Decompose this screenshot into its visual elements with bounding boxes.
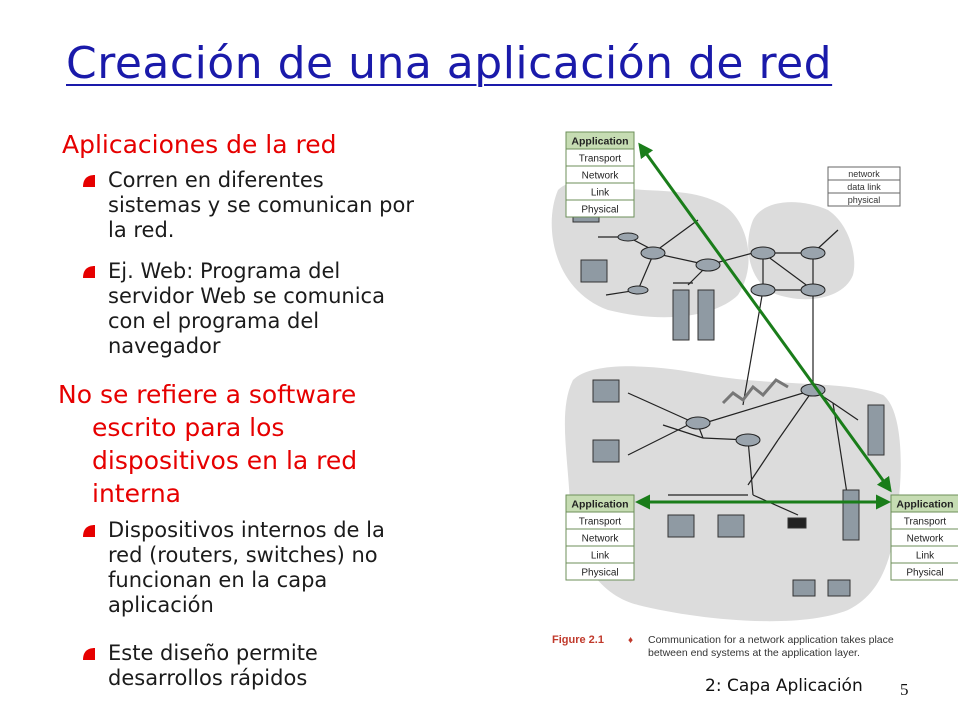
laptop-icon [827, 579, 851, 597]
router-icon [685, 416, 711, 430]
bullet-line: Dispositivos internos de la [108, 518, 385, 542]
stack-layer-label: Transport [904, 517, 947, 528]
bullet-line: sistemas y se comunican por [108, 193, 414, 217]
bullet-line: desarrollos rápidos [108, 666, 308, 690]
protocol-stacks: ApplicationTransportNetworkLinkPhysicalA… [565, 131, 958, 581]
stack-layer-label: Application [571, 136, 628, 148]
stack-layer-physical: physical [848, 195, 881, 205]
server-icon [867, 404, 885, 456]
caption-label: Figure 2.1 [552, 634, 604, 646]
bullet-line: con el programa del [108, 309, 320, 333]
router-icon [695, 258, 721, 272]
bullet-line: Corren en diferentes [108, 168, 324, 192]
router-icon [640, 246, 666, 260]
network-diagram: network data link physical ApplicationTr… [551, 131, 958, 659]
stack-layer-label: Transport [579, 154, 622, 165]
bullet-marker-icon [82, 174, 96, 188]
bullet-line: navegador [108, 334, 221, 358]
bullet-line: funcionan en la capa [108, 568, 328, 592]
stack-layer-network: network [848, 169, 880, 179]
stack-layer-box [890, 562, 958, 581]
desktop-icon [592, 379, 620, 403]
section-heading-not-core: No se refiere a software escrito para lo… [58, 378, 357, 510]
router-icon [750, 283, 776, 297]
figure-caption: Figure 2.1 ♦ Communication for a network… [552, 634, 894, 659]
router-icon [627, 285, 649, 295]
laptop-icon [792, 579, 816, 597]
slide-title: Creación de una aplicación de red [66, 38, 833, 89]
bullet-web-example: Ej. Web: Programa del servidor Web se co… [83, 259, 385, 359]
section-line: interna [92, 479, 181, 508]
stack-layer-label: Transport [579, 517, 622, 528]
bullet-marker-icon [82, 524, 96, 538]
stack-layer-label: Physical [581, 568, 618, 579]
stack-layer-box [565, 562, 635, 581]
server-icon [672, 289, 690, 341]
stack-layer-label: Application [571, 499, 628, 511]
section-line: escrito para los [92, 413, 285, 442]
stack-layer-label: Network [582, 534, 620, 545]
stack-layer-label: Link [591, 551, 610, 562]
desktop-icon [592, 439, 620, 463]
page-number: 5 [900, 680, 909, 699]
desktop-icon [717, 514, 745, 538]
stack-layer-label: Network [582, 171, 620, 182]
bullet-run-on-systems: Corren en diferentes sistemas y se comun… [83, 168, 414, 243]
router-icon [735, 433, 761, 447]
bullet-line: servidor Web se comunica [108, 284, 385, 308]
bullet-line: Ej. Web: Programa del [108, 259, 341, 283]
stack-layer-label: Application [896, 499, 953, 511]
footer-chapter: 2: Capa Aplicación [705, 676, 863, 696]
stack-layer-label: Network [907, 534, 945, 545]
stack-layer-label: Link [916, 551, 935, 562]
desktop-icon [580, 259, 608, 283]
router-icon [617, 232, 639, 242]
router-icon [750, 246, 776, 260]
wireless-router-icon [787, 517, 807, 529]
bullet-line: red (routers, switches) no [108, 543, 378, 567]
caption-line: between end systems at the application l… [648, 647, 860, 659]
caption-line: Communication for a network application … [648, 634, 894, 646]
bullet-marker-icon [82, 265, 96, 279]
section-line: dispositivos en la red [92, 446, 358, 475]
bullet-line: Este diseño permite [108, 641, 318, 665]
section-heading-applications: Aplicaciones de la red [62, 130, 337, 159]
bullet-marker-icon [82, 647, 96, 661]
stack-layer-datalink: data link [847, 182, 881, 192]
router-icon [800, 283, 826, 297]
stack-layer-label: Link [591, 188, 610, 199]
section-line: No se refiere a software [58, 380, 357, 409]
bullet-fast-development: Este diseño permite desarrollos rápidos [83, 641, 318, 691]
server-icon [697, 289, 715, 341]
comm-arrow-diagonal [638, 142, 892, 493]
bullet-line: aplicación [108, 593, 214, 617]
desktop-icon [667, 514, 695, 538]
caption-diamond-icon: ♦ [628, 635, 633, 646]
router-icon [800, 246, 826, 260]
stack-layer-box [565, 199, 635, 218]
stack-layer-label: Physical [906, 568, 943, 579]
router-protocol-stack: network data link physical [827, 166, 901, 207]
stack-layer-label: Physical [581, 205, 618, 216]
bullet-core-devices: Dispositivos internos de la red (routers… [83, 518, 385, 618]
bullet-line: la red. [108, 218, 175, 242]
server-icon [842, 489, 860, 541]
